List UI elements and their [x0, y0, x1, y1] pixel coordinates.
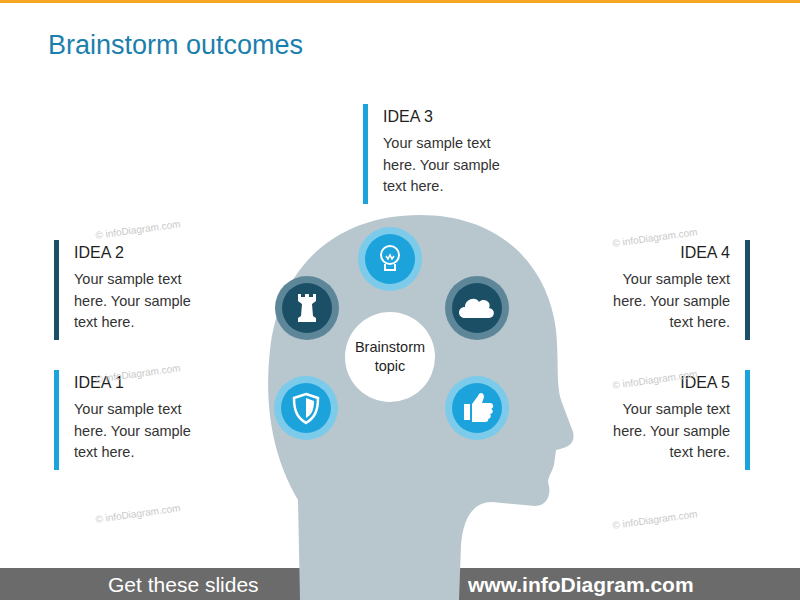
idea-text: Your sample text here. Your sample text …	[590, 269, 730, 334]
topic-circle: Brainstorm topic	[345, 312, 435, 402]
idea-text: Your sample text here. Your sample text …	[74, 269, 214, 334]
chess-rook-icon	[275, 276, 339, 340]
thumbs-up-icon	[445, 376, 509, 440]
idea-block: IDEA 3 Your sample text here. Your sample…	[363, 104, 523, 204]
cloud-icon	[445, 276, 509, 340]
idea-block: IDEA 1Your sample text here. Your sample…	[54, 370, 214, 470]
watermark: © infoDiagram.com	[612, 508, 698, 531]
idea-heading: IDEA 3	[383, 107, 523, 127]
head-silhouette	[268, 215, 573, 600]
idea-text: Your sample text here. Your sample text …	[383, 133, 523, 198]
footer-text: www.infoDiagram.com	[468, 572, 694, 598]
topic-label: Brainstorm topic	[352, 338, 428, 376]
bulb-icon	[358, 227, 422, 291]
idea-text: Your sample text here. Your sample text …	[74, 399, 214, 464]
idea-heading: IDEA 2	[74, 243, 214, 263]
watermark: © infoDiagram.com	[95, 362, 181, 385]
slide-title: Brainstorm outcomes	[48, 30, 303, 61]
watermark: © infoDiagram.com	[95, 218, 181, 241]
footer-text: Get these slides	[108, 572, 259, 598]
idea-block: IDEA 2 Your sample text here. Your sample…	[54, 240, 214, 340]
watermark: © infoDiagram.com	[95, 502, 181, 525]
idea-block: IDEA 4 Your sample text here. Your sample…	[590, 240, 750, 340]
top-rule	[0, 0, 800, 3]
idea-heading: IDEA 4	[590, 243, 730, 263]
shield-icon	[274, 376, 338, 440]
idea-text: Your sample text here. Your sample text …	[590, 399, 730, 464]
